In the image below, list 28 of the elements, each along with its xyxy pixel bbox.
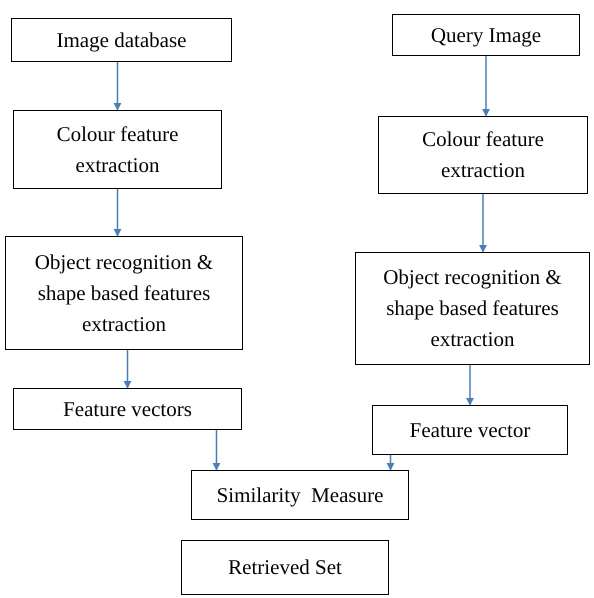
arrow (114, 189, 122, 237)
box-label: Object recognition & shape based features extraction (34, 248, 214, 338)
arrow (479, 194, 487, 253)
box-label: Similarity Measure (216, 482, 384, 508)
process-box (5, 236, 243, 350)
process-box (392, 14, 580, 56)
arrow (466, 365, 474, 406)
arrow (114, 62, 122, 111)
process-box (13, 388, 242, 430)
box-label: Query Image (430, 22, 542, 48)
process-box (181, 540, 389, 595)
box-label: Feature vectors (63, 396, 192, 422)
box-label: Colour feature extraction (421, 126, 545, 184)
box-label: Colour feature extraction (56, 120, 180, 178)
arrow (482, 56, 490, 117)
box-label: Feature vector (410, 416, 530, 444)
box-label: Image database (56, 26, 186, 54)
arrow (386, 455, 394, 471)
box-label: Retrieved Set (228, 554, 342, 581)
process-box (378, 116, 588, 194)
arrow (124, 350, 132, 389)
process-box (355, 252, 590, 365)
arrow (212, 430, 220, 471)
box-label: Object recognition & shape based features extraction (382, 264, 563, 353)
process-box (13, 110, 222, 189)
process-box (11, 18, 232, 62)
process-box (372, 405, 568, 455)
process-box (191, 470, 409, 520)
